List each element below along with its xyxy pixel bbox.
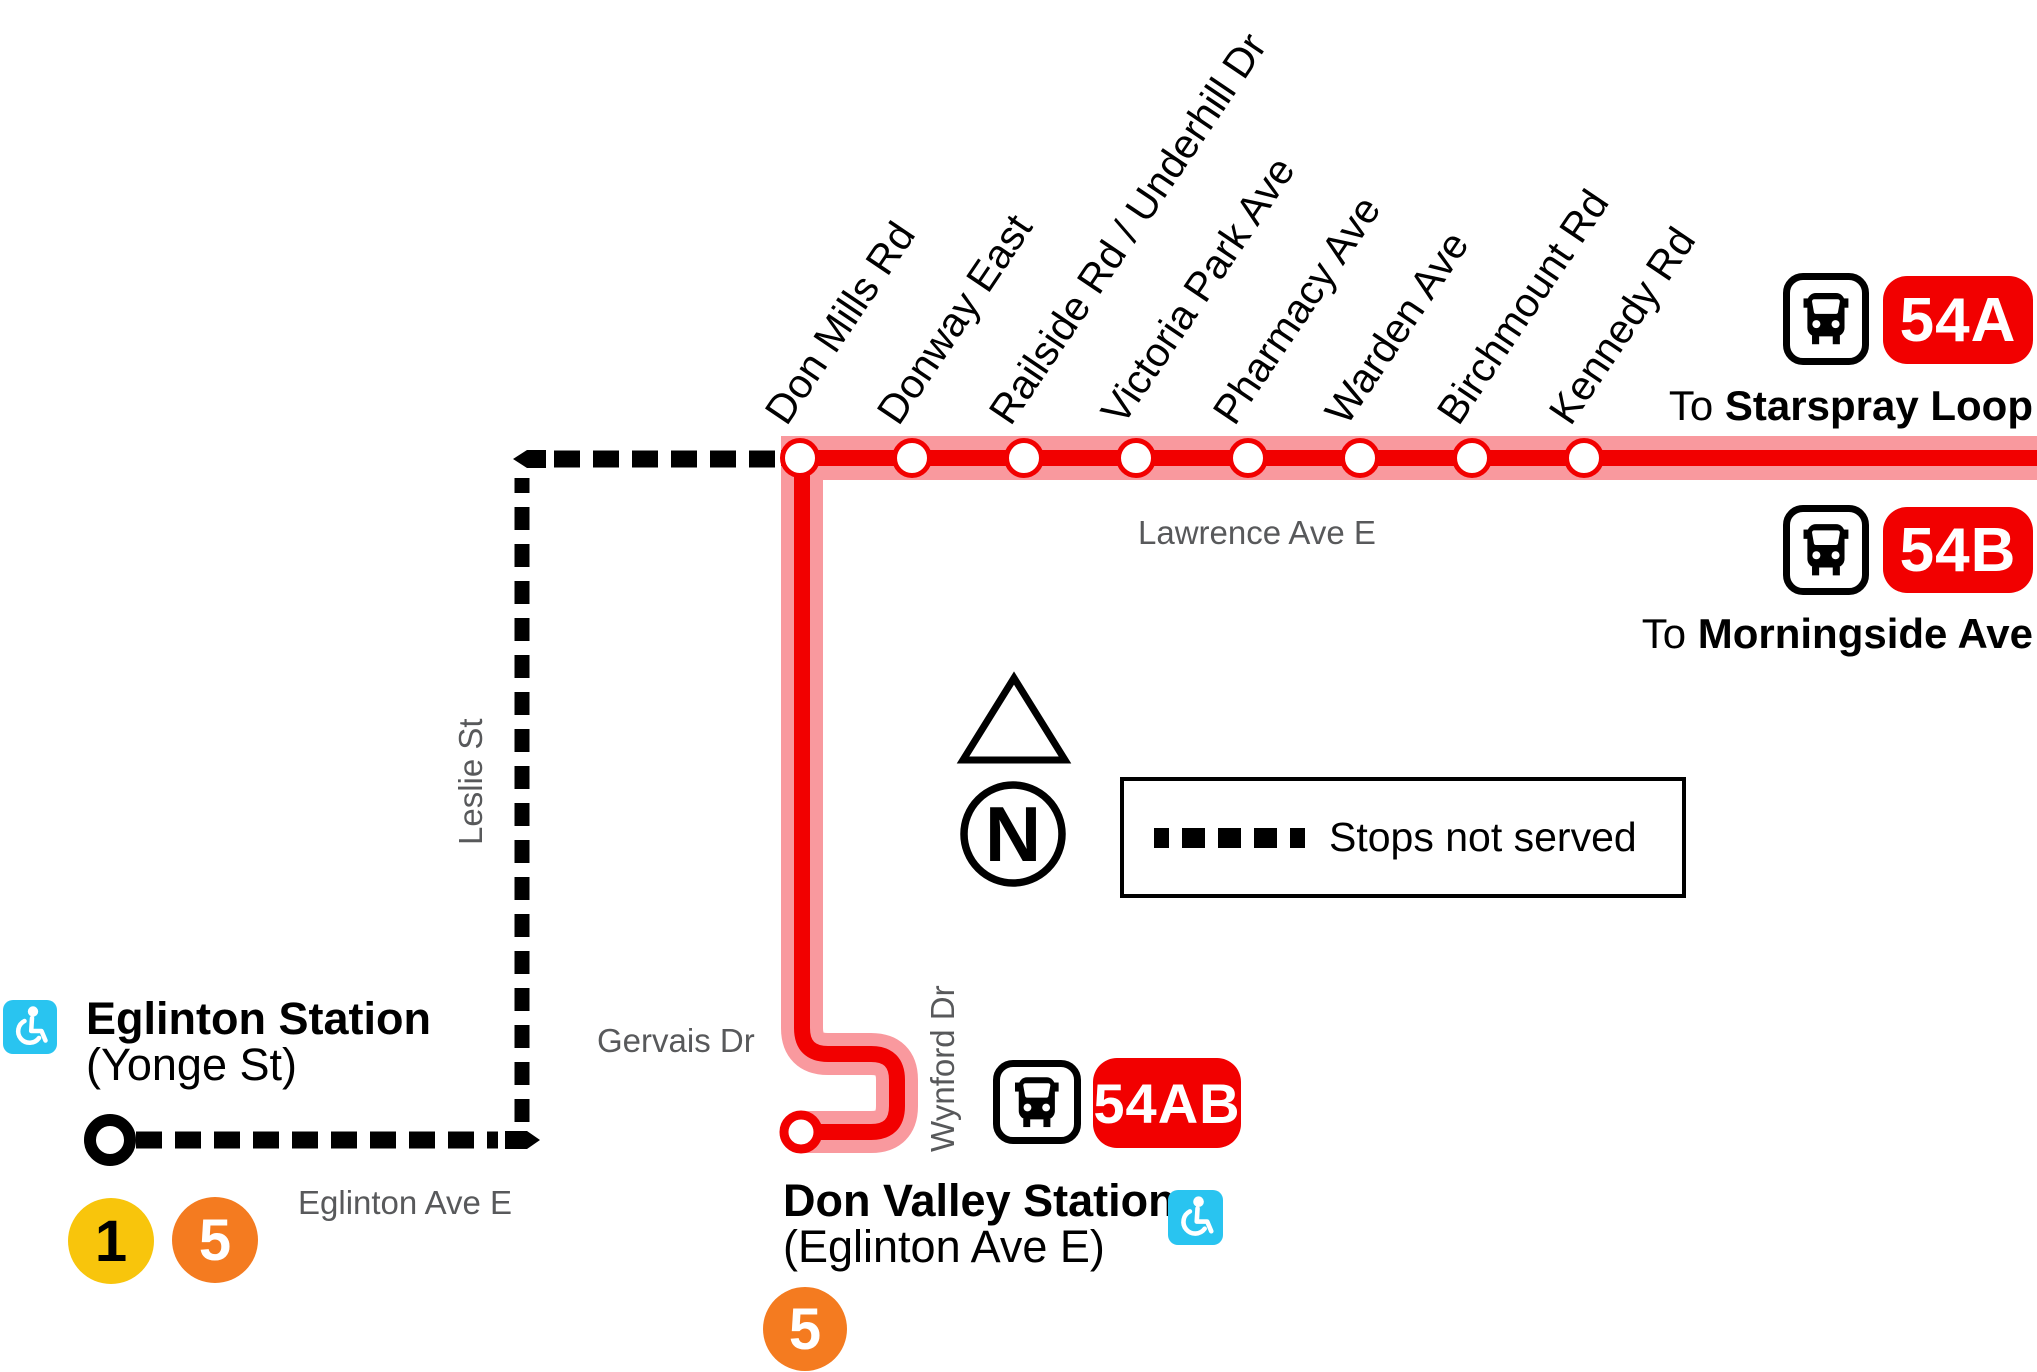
- bus-stop-icon: [1783, 273, 1869, 365]
- stop-marker: [1340, 438, 1380, 478]
- route-core-donmills: [794, 450, 905, 1140]
- destination-54a-name: Starspray Loop: [1724, 382, 2033, 429]
- bus-stop-icon: [993, 1060, 1081, 1144]
- stop-marker: [780, 438, 820, 478]
- destination-54a: To Starspray Loop: [1669, 382, 2033, 430]
- don-valley-station-subtitle: (Eglinton Ave E): [783, 1221, 1105, 1272]
- wheelchair-icon: [1168, 1190, 1223, 1245]
- street-label-eglinton-ave: Eglinton Ave E: [298, 1184, 513, 1221]
- line-5-bullet: 5: [763, 1287, 847, 1371]
- north-circle: [960, 781, 1066, 887]
- eglinton-station-name: Eglinton Station: [86, 993, 431, 1044]
- dashed-corner-bottom: [505, 1131, 540, 1149]
- eglinton-station-subtitle: (Yonge St): [86, 1039, 297, 1090]
- line-5-bullet: 5: [172, 1197, 258, 1283]
- stop-marker: [892, 438, 932, 478]
- bus-icon: [1015, 1077, 1059, 1127]
- bus-icon: [1803, 524, 1849, 576]
- stop-marker: [1228, 438, 1268, 478]
- dashed-corner-top: [513, 450, 546, 468]
- stop-marker: [1564, 438, 1604, 478]
- street-label-gervais: Gervais Dr: [597, 1022, 755, 1059]
- legend-label: Stops not served: [1329, 814, 1637, 860]
- destination-54b: To Morningside Ave: [1642, 610, 2033, 658]
- street-label-leslie: Leslie St: [452, 718, 489, 845]
- stop-marker: [1004, 438, 1044, 478]
- route-badge-54ab: 54AB: [1093, 1058, 1241, 1148]
- street-label-wynford: Wynford Dr: [924, 985, 961, 1152]
- route-badge-54b: 54B: [1883, 507, 2033, 593]
- bus-stop-icon: [1783, 505, 1869, 595]
- destination-54b-prefix: To: [1641, 610, 1687, 657]
- legend-box: Stops not served: [1120, 777, 1686, 898]
- street-label-lawrence: Lawrence Ave E: [1138, 514, 1376, 551]
- stops-not-served-dash-sample: [1154, 827, 1305, 848]
- eglinton-station-marker: [84, 1114, 136, 1166]
- stop-marker: [1452, 438, 1492, 478]
- route-halo-donmills: [781, 458, 918, 1153]
- route-badge-54a: 54A: [1883, 276, 2033, 364]
- destination-54b-name: Morningside Ave: [1697, 610, 2033, 657]
- don-valley-terminal-marker: [779, 1110, 823, 1154]
- line-1-bullet: 1: [68, 1198, 154, 1284]
- wheelchair-icon: [3, 1000, 57, 1054]
- destination-54a-prefix: To: [1668, 382, 1714, 429]
- bus-icon: [1803, 293, 1849, 345]
- don-valley-station-name: Don Valley Station: [783, 1175, 1176, 1226]
- stop-markers: [780, 438, 1604, 478]
- north-letter: N: [984, 790, 1042, 878]
- north-arrow-triangle: [956, 671, 1072, 764]
- stop-marker: [1116, 438, 1156, 478]
